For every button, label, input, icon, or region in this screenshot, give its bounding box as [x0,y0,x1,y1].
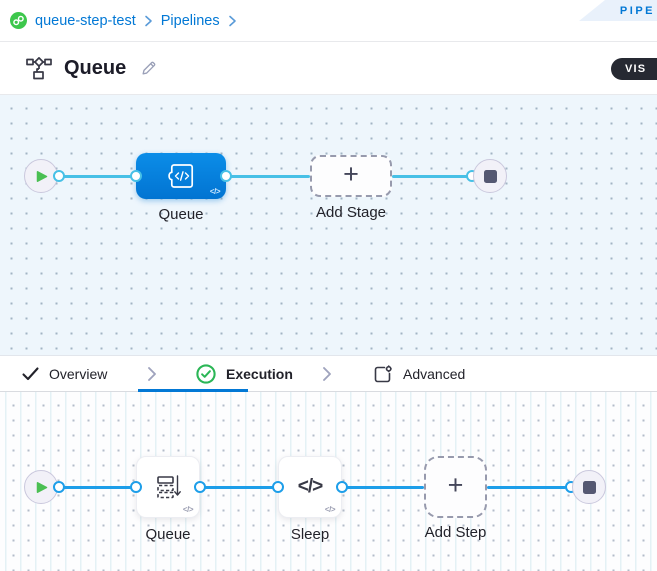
edge-addstage-to-stop [392,175,472,178]
chevron-right-icon [322,366,332,387]
execution-canvas[interactable]: </> Queue </> </> Sleep + Add Step [0,392,657,571]
port [220,170,232,182]
port [272,481,284,493]
step-label: Sleep [290,526,330,543]
port [194,481,206,493]
stop-icon [483,169,497,183]
edge-start-to-stage [59,175,136,178]
page-title: Queue [64,56,127,79]
title-bar: Queue VIS [0,42,657,95]
plus-icon: + [447,470,464,500]
yaml-badge: </> [182,505,194,514]
add-stage-button[interactable]: + [310,155,392,197]
pipeline-brand-icon [10,12,27,29]
port [130,481,142,493]
add-step-button[interactable]: + [424,456,487,518]
active-tab-underline [138,389,248,392]
mode-label: VIS [625,63,647,75]
shell-script-icon: </> [297,476,324,497]
advanced-settings-icon [373,364,393,384]
check-icon [22,367,39,381]
visual-yaml-toggle[interactable]: VIS [611,58,657,80]
stop-node [473,159,507,193]
chevron-right-icon [228,15,237,27]
queue-step-icon [153,472,183,502]
pipeline-graph-icon [26,56,52,80]
edge-stage-to-addstage [226,175,310,178]
breadcrumb: queue-step-test Pipelines PIPE [0,0,657,42]
tab-overview[interactable]: Overview [22,356,107,392]
edge-step2-to-addstep [342,486,424,489]
tab-advanced-label: Advanced [403,366,466,382]
port [336,481,348,493]
add-stage-label: Add Stage [315,204,387,221]
chevron-right-icon [144,15,153,27]
edge-addstep-to-stop [487,486,566,489]
yaml-badge: </> [209,187,221,196]
breadcrumb-project-link[interactable]: queue-step-test [35,12,136,29]
edge-start-to-step1 [59,486,136,489]
tab-overview-label: Overview [49,366,108,382]
tab-execution[interactable]: Execution [196,356,293,392]
edit-pencil-icon[interactable] [140,59,158,77]
stage-canvas[interactable]: </> Queue + Add Stage [0,95,657,355]
pipeline-studio-ribbon: PIPE [579,0,657,21]
stop-node [572,470,606,504]
start-node [24,159,58,193]
play-icon [36,170,48,183]
tab-advanced[interactable]: Advanced [373,356,465,392]
pipeline-tabs: Overview Execution Advanced [0,355,657,392]
port [130,170,142,182]
edge-step1-to-step2 [200,486,278,489]
custom-stage-icon [163,161,199,191]
stage-label: Queue [158,206,204,223]
check-circle-green-icon [196,364,216,384]
stage-node-queue[interactable]: </> [136,153,226,199]
ribbon-label: PIPE [619,4,655,17]
chevron-right-icon [147,366,157,387]
plus-icon: + [343,159,359,189]
step-label: Queue [145,526,191,543]
add-step-label: Add Step [424,524,487,541]
step-node-queue[interactable]: </> [136,456,200,518]
play-icon [36,481,48,494]
stop-icon [582,480,596,494]
port [53,481,65,493]
step-node-sleep[interactable]: </> </> [278,456,342,518]
breadcrumb-pipelines-link[interactable]: Pipelines [160,12,220,29]
port [53,170,65,182]
yaml-badge: </> [324,505,336,514]
tab-execution-label: Execution [226,366,293,382]
